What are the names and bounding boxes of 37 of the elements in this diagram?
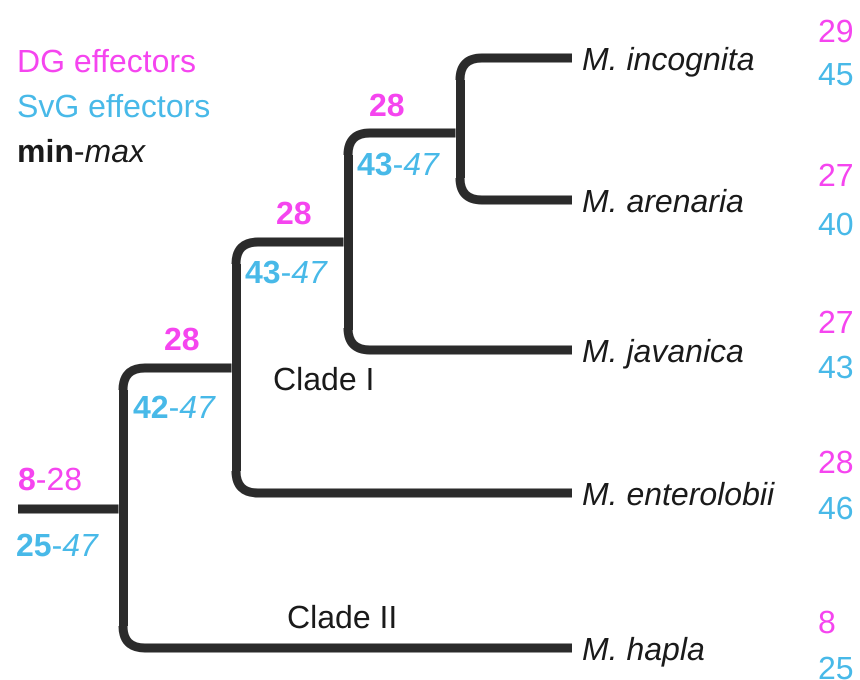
effector-count: 28 — [818, 445, 854, 479]
tree-branch — [118, 626, 572, 652]
branch-count: 28 — [369, 88, 405, 122]
branch-count: 8-28 — [18, 462, 82, 496]
species-name: M. arenaria — [582, 184, 744, 218]
tree-branch — [344, 328, 572, 354]
legend-entry: min-max — [17, 134, 145, 168]
species-name: M. javanica — [582, 334, 744, 368]
tree-branch — [456, 178, 572, 204]
branch-count: 43-47 — [245, 255, 327, 289]
tree-branch — [232, 470, 572, 498]
tree-branch — [18, 504, 118, 514]
clade-label: Clade I — [273, 362, 374, 396]
effector-count: 40 — [818, 207, 854, 241]
branch-count: 28 — [164, 322, 200, 356]
effector-count: 46 — [818, 491, 854, 525]
species-name: M. enterolobii — [582, 477, 774, 511]
effector-count: 27 — [818, 305, 854, 339]
tree-branch — [118, 364, 232, 390]
branch-count: 43-47 — [357, 147, 439, 181]
effector-count: 43 — [818, 350, 854, 384]
legend-entry: DG effectors — [17, 44, 196, 78]
branch-count: 28 — [276, 196, 312, 230]
tree-branch — [456, 54, 572, 80]
clade-label: Clade II — [287, 600, 398, 634]
effector-count: 45 — [818, 57, 854, 91]
effector-count: 8 — [818, 605, 836, 639]
effector-count: 25 — [818, 651, 854, 680]
effector-count: 27 — [818, 158, 854, 192]
species-name: M. incognita — [582, 42, 755, 76]
legend-entry: SvG effectors — [17, 89, 210, 123]
species-name: M. hapla — [582, 632, 705, 666]
branch-count: 25-47 — [16, 528, 98, 562]
effector-count: 29 — [818, 14, 854, 48]
tree-branch — [344, 128, 456, 156]
branch-count: 42-47 — [133, 390, 215, 424]
tree-branch — [232, 238, 344, 264]
